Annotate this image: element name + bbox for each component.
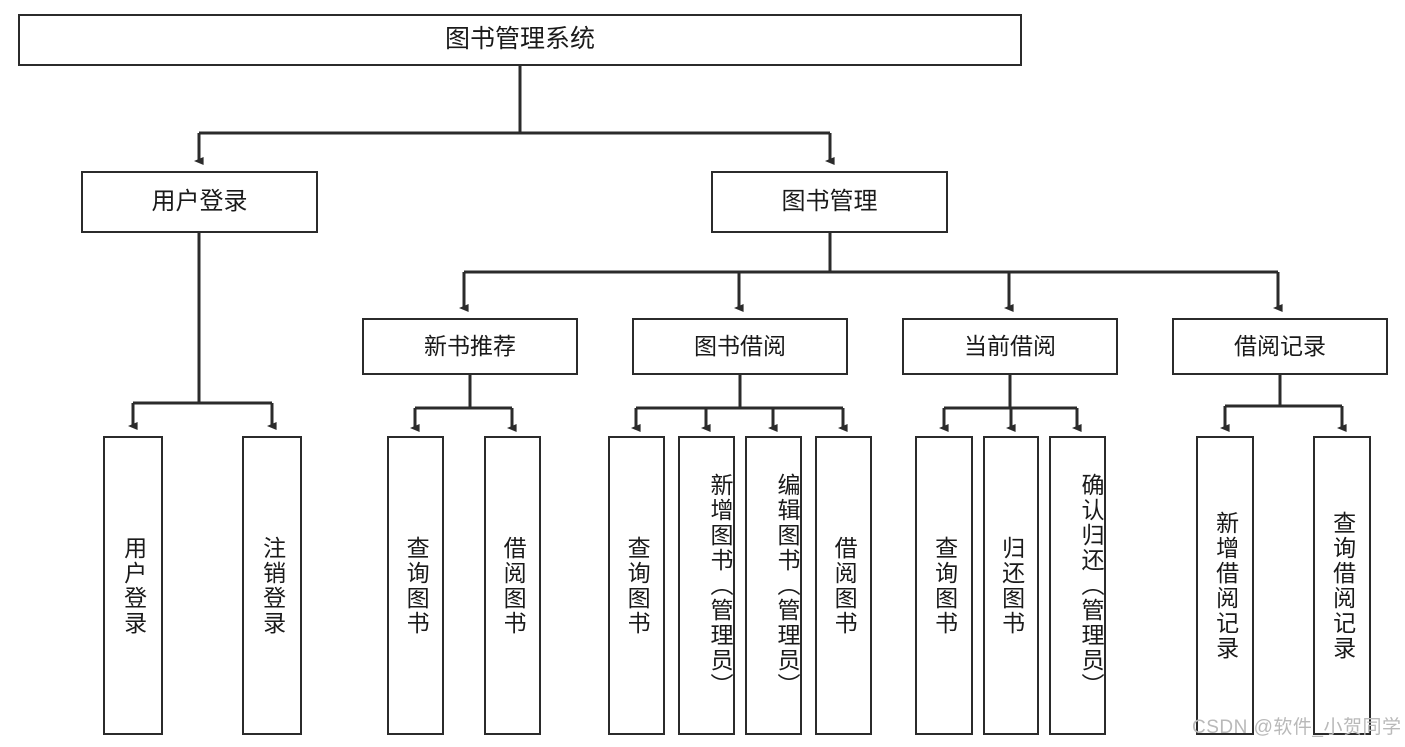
node-leaf-edit-book-admin-label: 编辑图书（管理员） (774, 473, 800, 698)
node-leaf-logout-login[interactable]: 注销登录 (242, 436, 302, 735)
node-leaf-borrow-book-2-label: 借阅图书 (831, 535, 858, 636)
node-borrow-record[interactable]: 借阅记录 (1172, 318, 1388, 375)
node-leaf-user-login[interactable]: 用户登录 (103, 436, 163, 735)
node-leaf-edit-book-admin[interactable]: 编辑图书（管理员） (745, 436, 802, 735)
node-book-borrow[interactable]: 图书借阅 (632, 318, 848, 375)
node-borrow-record-label: 借阅记录 (1234, 332, 1326, 359)
node-leaf-confirm-return-admin-label: 确认归还（管理员） (1078, 473, 1104, 698)
node-leaf-user-login-label: 用户登录 (120, 535, 147, 636)
node-leaf-return-book[interactable]: 归还图书 (983, 436, 1039, 735)
node-book-manage-label: 图书管理 (781, 187, 878, 215)
node-leaf-query-book-2[interactable]: 查询图书 (608, 436, 665, 735)
node-user-login-label: 用户登录 (151, 187, 248, 215)
node-leaf-add-book-admin[interactable]: 新增图书（管理员） (678, 436, 735, 735)
node-leaf-borrow-book-1-label: 借阅图书 (500, 535, 527, 636)
node-book-manage[interactable]: 图书管理 (711, 171, 948, 233)
node-current-borrow-label: 当前借阅 (964, 332, 1056, 359)
node-leaf-return-book-label: 归还图书 (998, 535, 1025, 636)
node-leaf-add-borrow-record[interactable]: 新增借阅记录 (1196, 436, 1254, 735)
node-root[interactable]: 图书管理系统 (18, 14, 1022, 66)
node-current-borrow[interactable]: 当前借阅 (902, 318, 1118, 375)
csdn-watermark: CSDN @软件_小贺同学 (1192, 717, 1402, 738)
node-leaf-query-borrow-record[interactable]: 查询借阅记录 (1313, 436, 1371, 735)
node-leaf-logout-login-label: 注销登录 (259, 535, 286, 636)
node-leaf-borrow-book-1[interactable]: 借阅图书 (484, 436, 541, 735)
node-leaf-query-book-2-label: 查询图书 (624, 535, 651, 636)
node-book-borrow-label: 图书借阅 (694, 332, 786, 359)
node-leaf-add-book-admin-label: 新增图书（管理员） (707, 473, 733, 698)
node-leaf-borrow-book-2[interactable]: 借阅图书 (815, 436, 872, 735)
node-leaf-query-book-3-label: 查询图书 (931, 535, 958, 636)
node-leaf-query-book-1[interactable]: 查询图书 (387, 436, 444, 735)
node-leaf-query-book-1-label: 查询图书 (403, 535, 430, 636)
node-leaf-add-borrow-record-label: 新增借阅记录 (1212, 510, 1239, 661)
node-user-login[interactable]: 用户登录 (81, 171, 318, 233)
node-leaf-query-book-3[interactable]: 查询图书 (915, 436, 973, 735)
node-new-book-recommend[interactable]: 新书推荐 (362, 318, 578, 375)
node-leaf-query-borrow-record-label: 查询借阅记录 (1329, 510, 1356, 661)
node-new-book-recommend-label: 新书推荐 (424, 332, 516, 359)
node-leaf-confirm-return-admin[interactable]: 确认归还（管理员） (1049, 436, 1106, 735)
node-root-label: 图书管理系统 (444, 25, 595, 54)
